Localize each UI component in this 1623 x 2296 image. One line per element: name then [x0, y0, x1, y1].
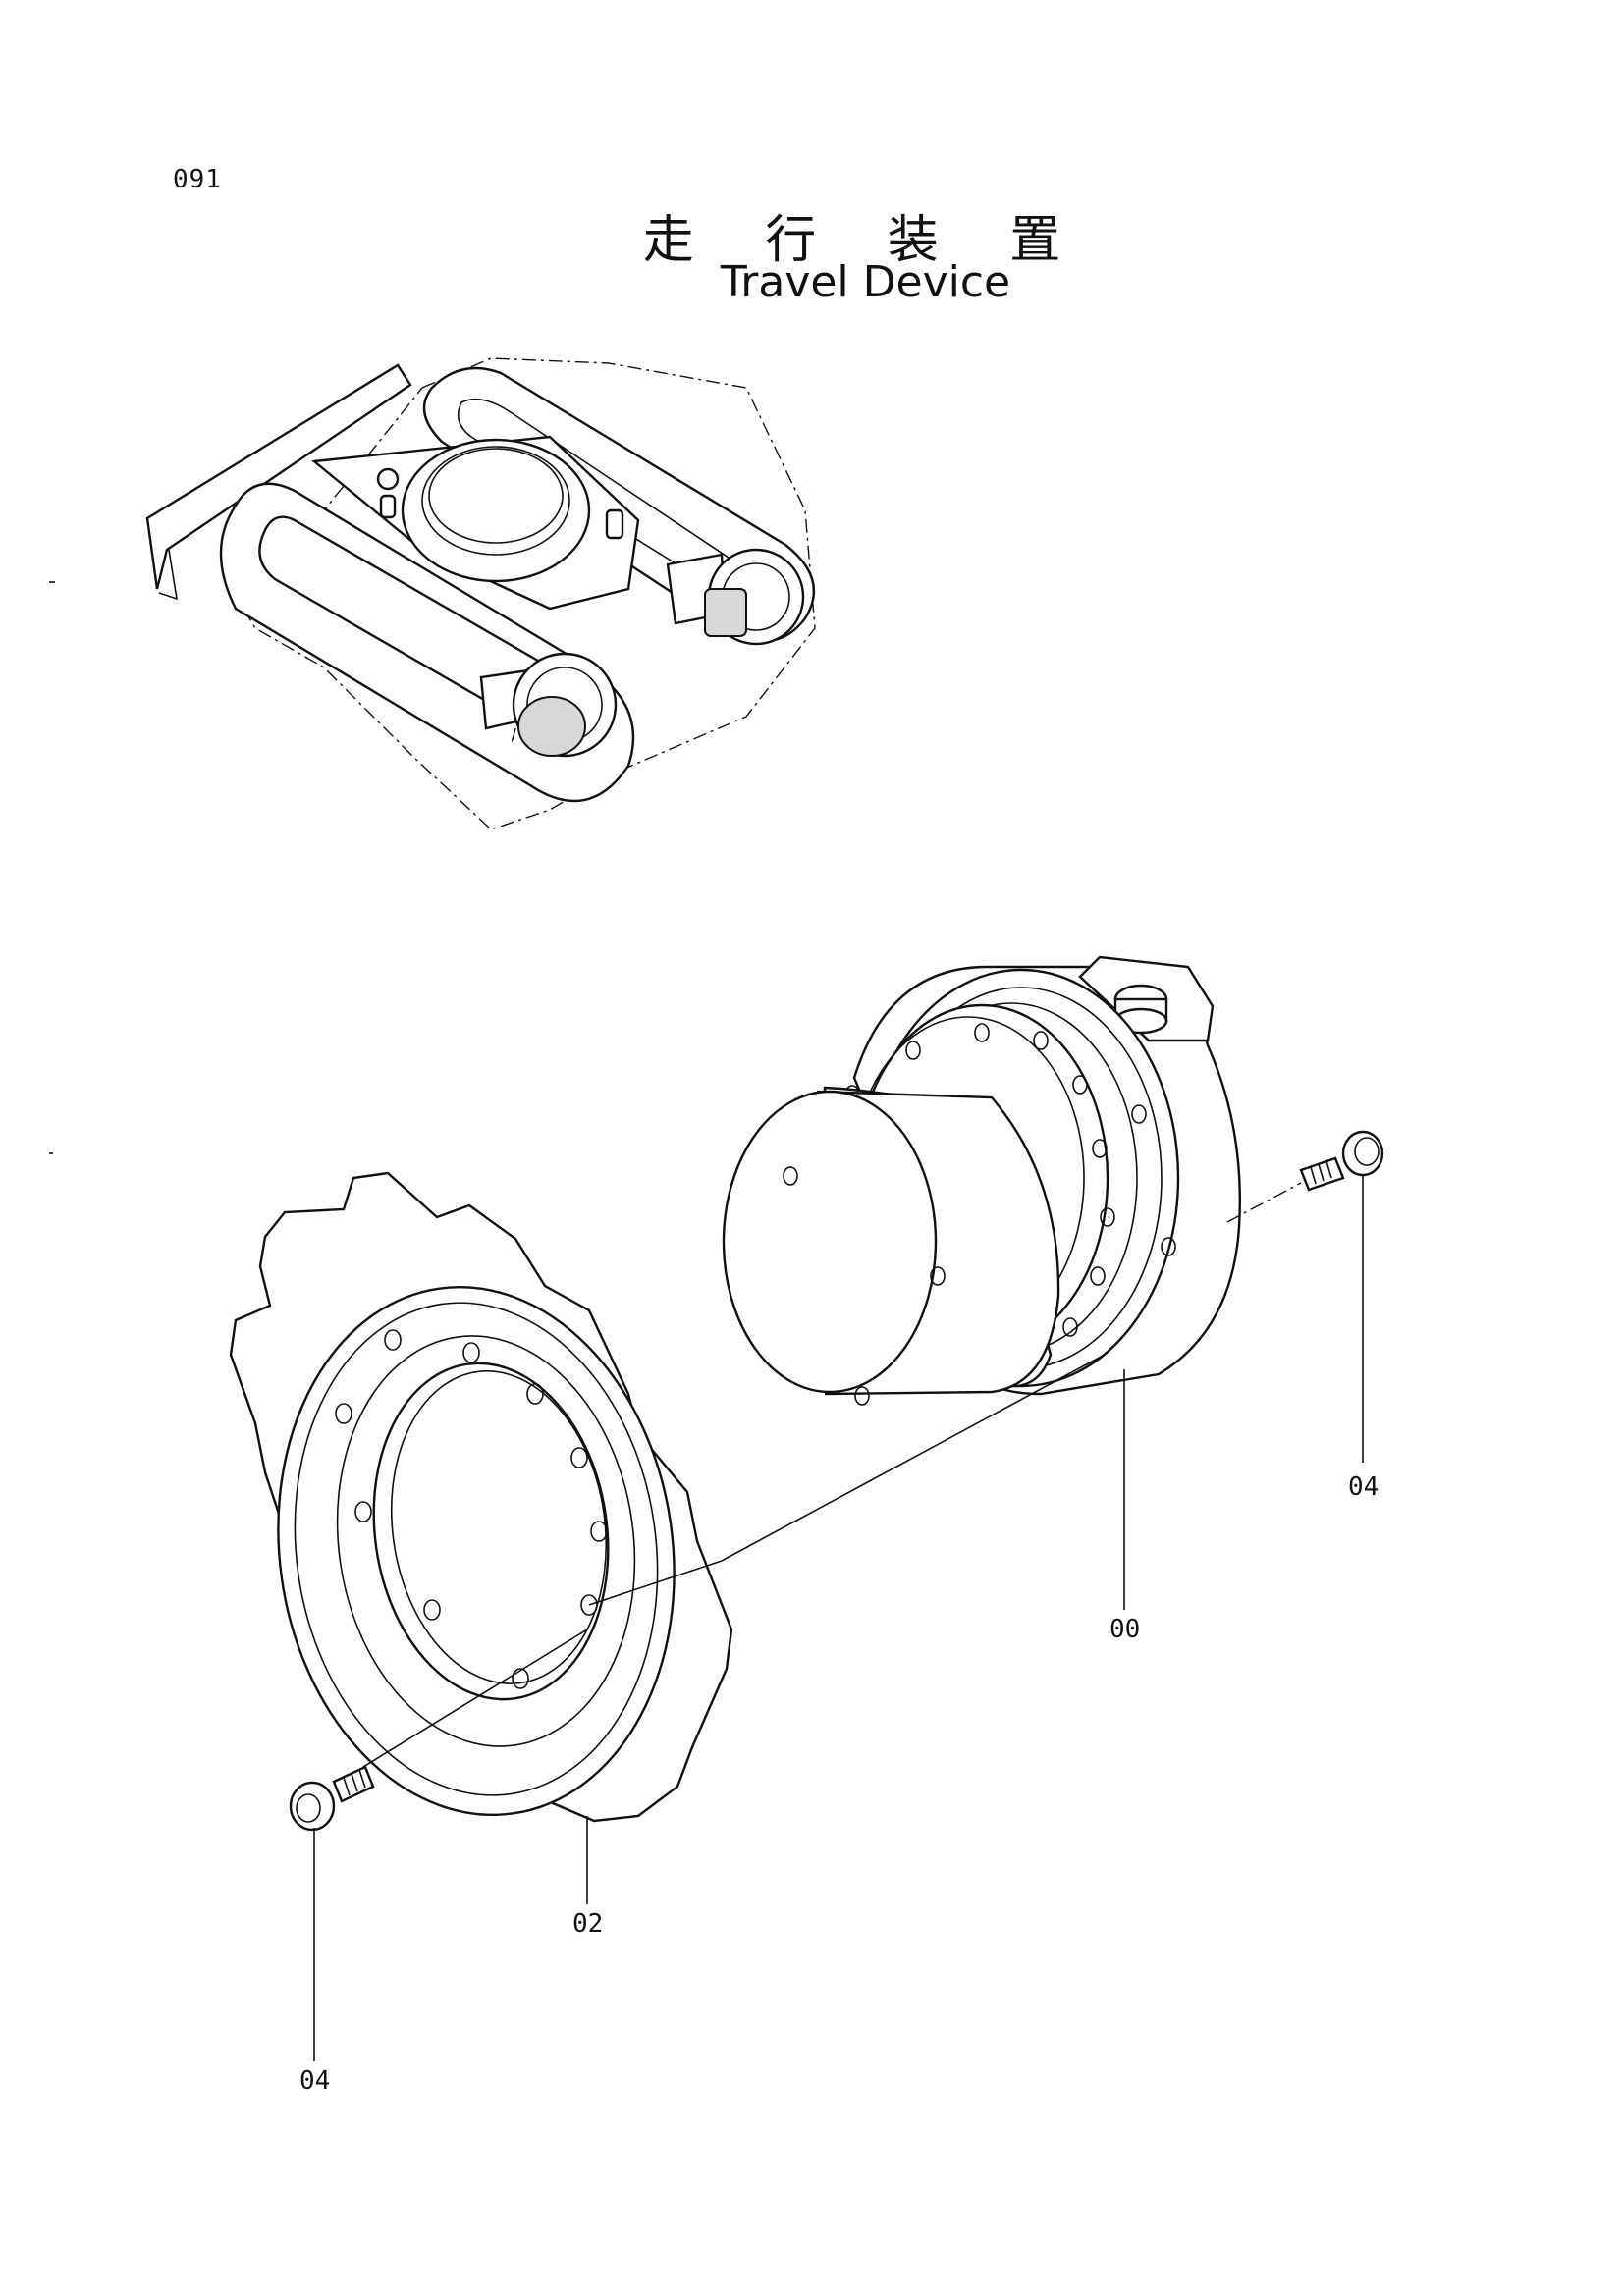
page-number: 091: [173, 165, 222, 194]
undercarriage-overview: [145, 357, 816, 830]
bolt-left-04: [289, 1629, 588, 2061]
callout-00: 00: [1109, 1615, 1141, 1644]
travel-motor-00: [722, 955, 1242, 1610]
callout-02: 02: [572, 1909, 604, 1939]
overview-sprocket-rear: [666, 548, 805, 646]
bolt-right-04: [1226, 1130, 1384, 1463]
title-japanese: 走 行 装 置: [642, 211, 1089, 270]
callout-04-left: 04: [299, 2066, 331, 2096]
title-english: Travel Device: [720, 257, 1011, 307]
sprocket-02: [229, 1171, 1106, 1904]
overview-sprocket-front: [479, 652, 618, 758]
callout-04-right: 04: [1348, 1472, 1380, 1502]
sprocket-bolt-holes: [335, 1329, 608, 1689]
